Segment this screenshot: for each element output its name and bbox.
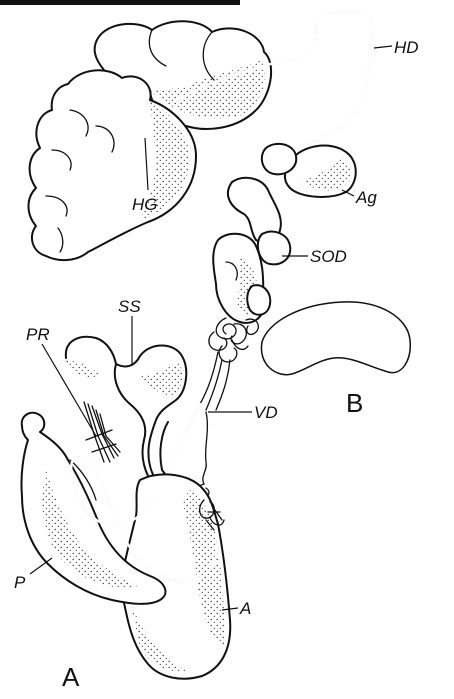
- figure-b-outline: [261, 302, 410, 375]
- coiled-duct: [200, 318, 258, 410]
- panel-letter-b: B: [346, 388, 363, 418]
- albumen-gland: [262, 144, 356, 197]
- spermoviduct: [213, 178, 290, 323]
- label-hd: HD: [394, 38, 419, 57]
- label-pr: PR: [26, 325, 50, 344]
- label-vd: VD: [254, 403, 278, 422]
- leader-hd: [374, 46, 392, 48]
- label-p: P: [14, 573, 26, 592]
- label-a: A: [239, 599, 251, 618]
- hermaphrodite-gland: [29, 21, 272, 260]
- penial-retractor: [84, 402, 120, 462]
- page-edge-bar: [0, 0, 240, 5]
- label-ss: SS: [118, 297, 141, 316]
- label-hg: HG: [132, 195, 158, 214]
- label-sod: SOD: [310, 247, 347, 266]
- label-ag: Ag: [355, 188, 377, 207]
- panel-letter-a: A: [62, 662, 80, 692]
